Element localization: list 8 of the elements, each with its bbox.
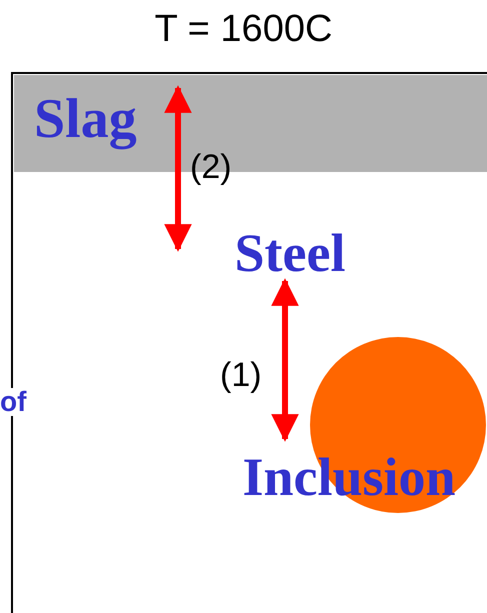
layer-label: Slag <box>34 91 137 147</box>
phase-label: Steel <box>220 224 360 282</box>
edge-label: (2) <box>190 150 232 184</box>
side-label: of <box>0 388 26 416</box>
double-arrow <box>271 278 299 442</box>
double-arrow <box>164 85 192 252</box>
edge-label: (1) <box>220 358 262 392</box>
title: T = 1600C <box>154 10 334 48</box>
